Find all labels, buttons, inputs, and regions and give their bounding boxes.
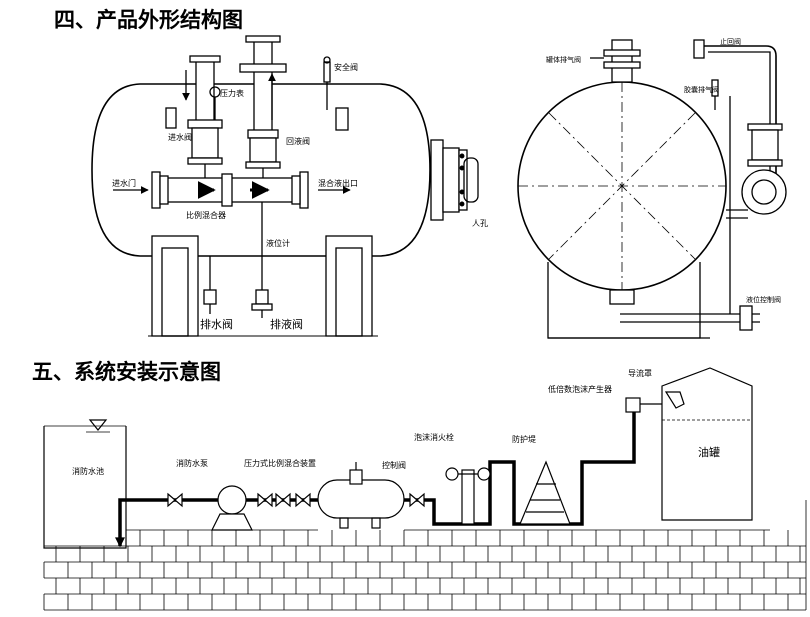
foam-pipeline [404, 410, 636, 526]
label-manhole: 人孔 [472, 219, 488, 228]
hydrant [461, 469, 475, 525]
dike [519, 460, 571, 525]
label-pressure-gauge: 压力表 [220, 88, 244, 98]
label-hydrant: 泡沫消火栓 [414, 432, 454, 442]
system-labels: 消防水池 消防水泵 压力式比例混合装置 控制阀 泡沫消火栓 防护堤 导流罩 低倍… [72, 368, 720, 476]
label-safety-valve: 安全阀 [334, 62, 358, 72]
foam-generator [625, 397, 641, 413]
hood [664, 391, 685, 409]
label-drain-liquid-valve: 排液阀 [270, 317, 303, 331]
proportioner-device [317, 479, 405, 519]
section5-title: 五、系统安装示意图 [32, 359, 221, 384]
pump [217, 485, 247, 515]
label-proportioner: 比例混合器 [186, 210, 226, 220]
label-level-gauge: 液位计 [266, 238, 290, 248]
label-tank-vent-valve: 罐体排气阀 [546, 55, 581, 64]
label-water-in-valve: 进水阀 [168, 132, 192, 142]
label-level-control-valve: 液位控制阀 [746, 295, 781, 304]
section4-title: 四、产品外形结构图 [54, 7, 243, 32]
label-stop-return-valve: 止回阀 [720, 37, 741, 46]
outlet-flange [741, 169, 787, 215]
label-bag-vent-valve: 胶囊排气阀 [684, 85, 719, 94]
label-return-valve: 回液阀 [286, 136, 310, 146]
manhole-flange [430, 139, 444, 221]
tank-shell [91, 83, 431, 257]
brick-ground [43, 500, 807, 611]
label-control-valve: 控制阀 [382, 460, 406, 470]
front-view [91, 35, 479, 337]
label-drain-water-valve: 排水阀 [200, 317, 233, 331]
label-inlet: 进水门 [112, 178, 136, 188]
side-view [517, 39, 787, 339]
leg-right [325, 235, 373, 337]
pool [43, 426, 127, 549]
system-view [43, 367, 807, 611]
label-pool: 消防水池 [72, 466, 104, 476]
leg-left [151, 235, 199, 337]
label-tank: 油罐 [698, 445, 720, 459]
side-view-labels: 罐体排气阀 止回阀 胶囊排气阀 液位控制阀 [546, 37, 781, 304]
label-pump: 消防水泵 [176, 458, 208, 468]
oil-tank [661, 367, 753, 521]
front-view-labels: 进水门 进水阀 压力表 安全阀 回液阀 混合液出口 比例混合器 液位计 排水阀 … [112, 62, 488, 331]
label-mix-outlet: 混合液出口 [318, 178, 358, 188]
label-hood: 导流罩 [628, 368, 652, 378]
label-generator: 低倍数泡沫产生器 [548, 384, 612, 394]
main-pipeline [118, 498, 318, 546]
label-device: 压力式比例混合装置 [244, 458, 316, 468]
label-dike: 防护堤 [512, 434, 536, 444]
